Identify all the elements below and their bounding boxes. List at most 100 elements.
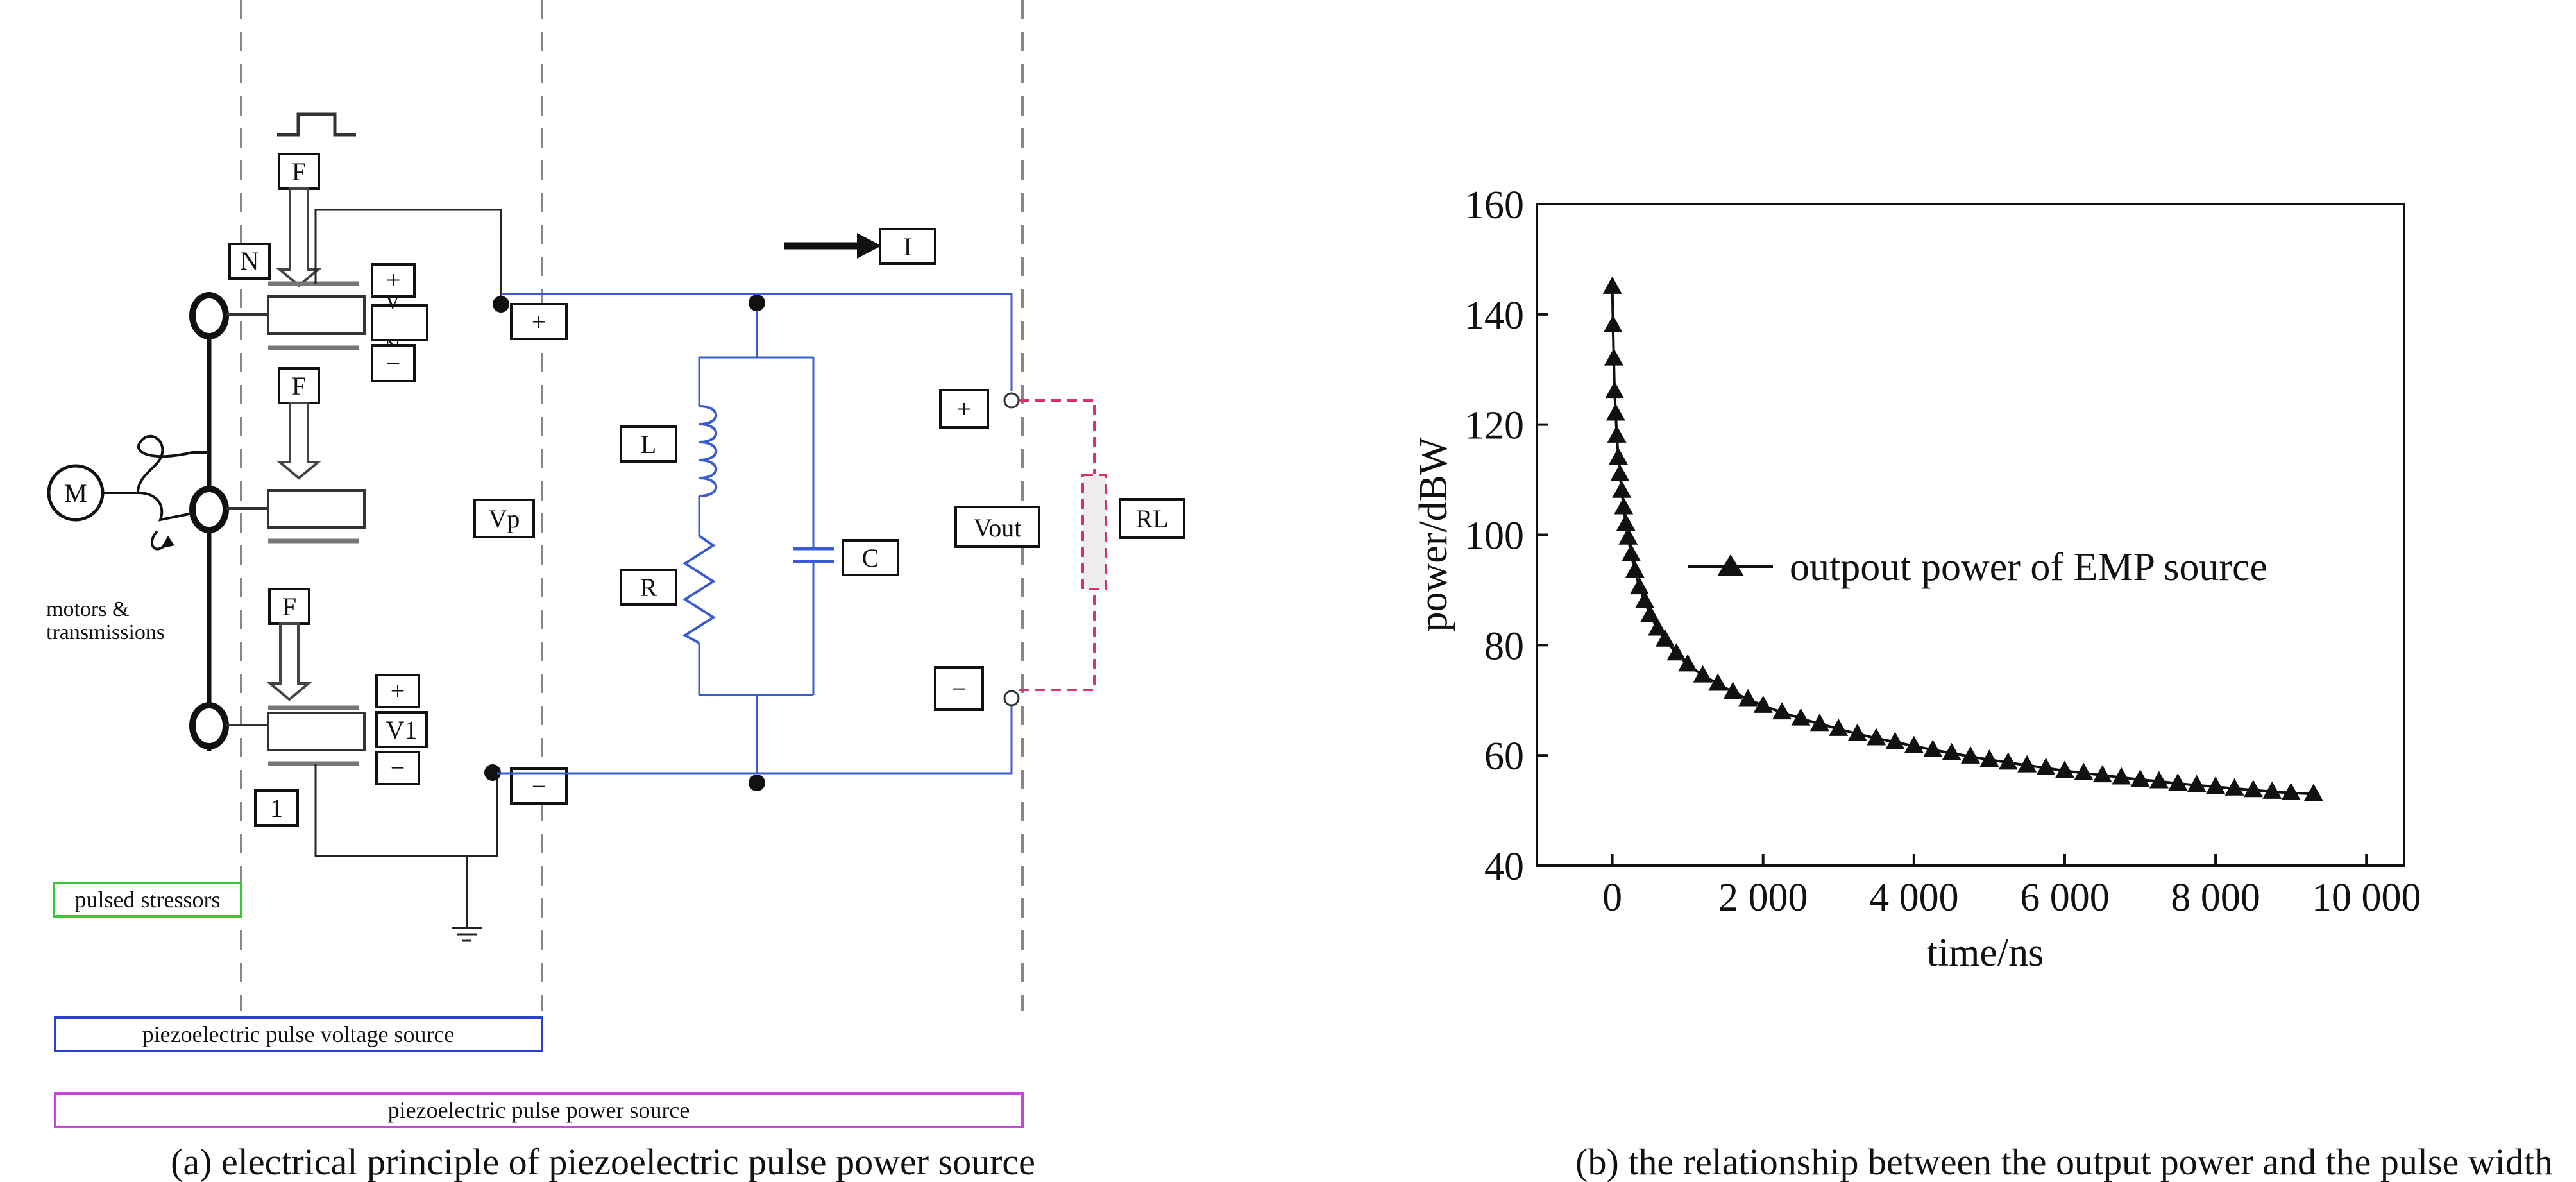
data-point-15 bbox=[1635, 590, 1655, 608]
junction-minus bbox=[484, 764, 501, 781]
pulse-waveform-icon bbox=[277, 112, 356, 137]
data-point-11 bbox=[1618, 527, 1638, 545]
inductor-coil bbox=[699, 405, 718, 497]
v-label-top: V bbox=[385, 290, 401, 314]
force-label-2: F bbox=[292, 372, 306, 400]
force-label-3: F bbox=[282, 592, 296, 621]
force-label-box-3 bbox=[268, 588, 310, 625]
cam-wheel-top bbox=[189, 292, 229, 339]
data-point-14 bbox=[1629, 577, 1649, 595]
data-point-5 bbox=[1607, 425, 1627, 443]
capacitor-label-box bbox=[842, 539, 899, 576]
force-label-1: F bbox=[292, 157, 306, 186]
rl-label: RL bbox=[1135, 504, 1168, 533]
data-point-9 bbox=[1614, 497, 1634, 515]
one-label: 1 bbox=[270, 794, 283, 823]
data-point-50 bbox=[2224, 778, 2244, 796]
data-point-54 bbox=[2303, 784, 2323, 801]
y-tick-label-4: 120 bbox=[1464, 404, 1524, 448]
plus-box-output bbox=[510, 303, 568, 340]
data-point-28 bbox=[1809, 714, 1829, 732]
x-axis-label: time/ns bbox=[1927, 931, 2044, 975]
v-box-top bbox=[371, 304, 428, 341]
data-point-38 bbox=[1998, 752, 2018, 770]
x-tick-label-4: 8 000 bbox=[2171, 876, 2260, 920]
data-point-51 bbox=[2243, 780, 2263, 798]
wire-top-to-plus bbox=[314, 209, 502, 304]
minus-box-top bbox=[371, 344, 416, 382]
y-tick-label-6: 160 bbox=[1464, 184, 1524, 227]
data-point-26 bbox=[1772, 702, 1792, 720]
power-source-box bbox=[54, 1092, 1024, 1128]
data-point-48 bbox=[2187, 775, 2207, 792]
minus-label-load: − bbox=[952, 674, 967, 703]
motors-label-line2: transmissions bbox=[46, 621, 165, 644]
minus-label-top: − bbox=[386, 349, 401, 378]
data-point-36 bbox=[1961, 746, 1980, 764]
vp-label: Vp bbox=[489, 504, 520, 533]
wire-bottom-rail bbox=[497, 704, 1013, 775]
data-point-13 bbox=[1625, 560, 1645, 578]
vout-label: Vout bbox=[974, 513, 1022, 542]
current-label: I bbox=[903, 232, 911, 261]
pulsed-stressors-box bbox=[53, 882, 242, 918]
plus-label-output: + bbox=[532, 307, 547, 336]
rotation-arrowhead-icon bbox=[160, 536, 174, 549]
load-wire-bottom bbox=[1019, 590, 1096, 691]
data-point-30 bbox=[1847, 723, 1867, 741]
y-tick-label-3: 100 bbox=[1464, 515, 1524, 558]
lrc-network bbox=[497, 293, 1013, 775]
data-point-3 bbox=[1605, 381, 1625, 399]
wire-bottom-to-minus bbox=[314, 764, 498, 857]
data-point-32 bbox=[1885, 732, 1905, 749]
n-label: N bbox=[241, 246, 259, 275]
piezo-element-bottom bbox=[267, 712, 366, 751]
plus-label-top: + bbox=[386, 266, 401, 295]
data-point-22 bbox=[1708, 673, 1728, 691]
data-point-0 bbox=[1602, 276, 1622, 294]
data-point-4 bbox=[1606, 403, 1625, 421]
data-point-42 bbox=[2074, 762, 2094, 780]
x-tick-label-1: 2 000 bbox=[1718, 876, 1808, 920]
data-point-45 bbox=[2130, 769, 2150, 787]
data-point-8 bbox=[1612, 480, 1632, 498]
y-tick-label-1: 60 bbox=[1484, 735, 1524, 778]
motor-label: M bbox=[64, 479, 87, 508]
plus-label-load: + bbox=[957, 395, 972, 424]
x-tick-label-0: 0 bbox=[1602, 876, 1622, 920]
pulsed-stressors-label: pulsed stressors bbox=[75, 887, 221, 912]
piezo-element-middle bbox=[267, 489, 366, 529]
data-point-10 bbox=[1616, 513, 1636, 531]
plus-box-top bbox=[371, 263, 416, 298]
n-label-box bbox=[228, 243, 271, 280]
data-point-35 bbox=[1942, 742, 1962, 760]
circuit-diagram: F F F N + V N − + V1 − bbox=[46, 0, 1185, 1182]
data-point-47 bbox=[2168, 773, 2188, 791]
data-point-43 bbox=[2092, 765, 2112, 783]
rl-label-box bbox=[1119, 498, 1185, 539]
y-axis-label: power/dBW bbox=[1412, 437, 1455, 632]
data-point-18 bbox=[1655, 629, 1675, 647]
data-point-29 bbox=[1829, 718, 1849, 736]
x-tick-label-3: 6 000 bbox=[2020, 876, 2110, 920]
motors-label-line1: motors & bbox=[46, 597, 129, 621]
y-tick-label-5: 140 bbox=[1464, 294, 1524, 338]
data-point-25 bbox=[1753, 695, 1773, 713]
data-point-39 bbox=[2017, 755, 2037, 773]
voltage-source-box bbox=[54, 1016, 543, 1052]
plus-box-bottom bbox=[375, 674, 420, 708]
plot-area-frame bbox=[1536, 203, 2405, 867]
resistor-label: R bbox=[640, 573, 657, 602]
minus-label-bottom: − bbox=[391, 753, 405, 782]
data-point-2 bbox=[1604, 348, 1623, 366]
data-point-37 bbox=[1979, 749, 1999, 767]
caption-a: (a) electrical principle of piezoelectri… bbox=[171, 1141, 1035, 1182]
vout-label-box bbox=[954, 506, 1040, 548]
data-point-52 bbox=[2262, 781, 2282, 799]
current-arrowhead-icon bbox=[857, 233, 881, 259]
inductor-label-box bbox=[620, 425, 677, 463]
data-point-34 bbox=[1923, 739, 1943, 757]
load-resistor bbox=[1081, 474, 1107, 590]
